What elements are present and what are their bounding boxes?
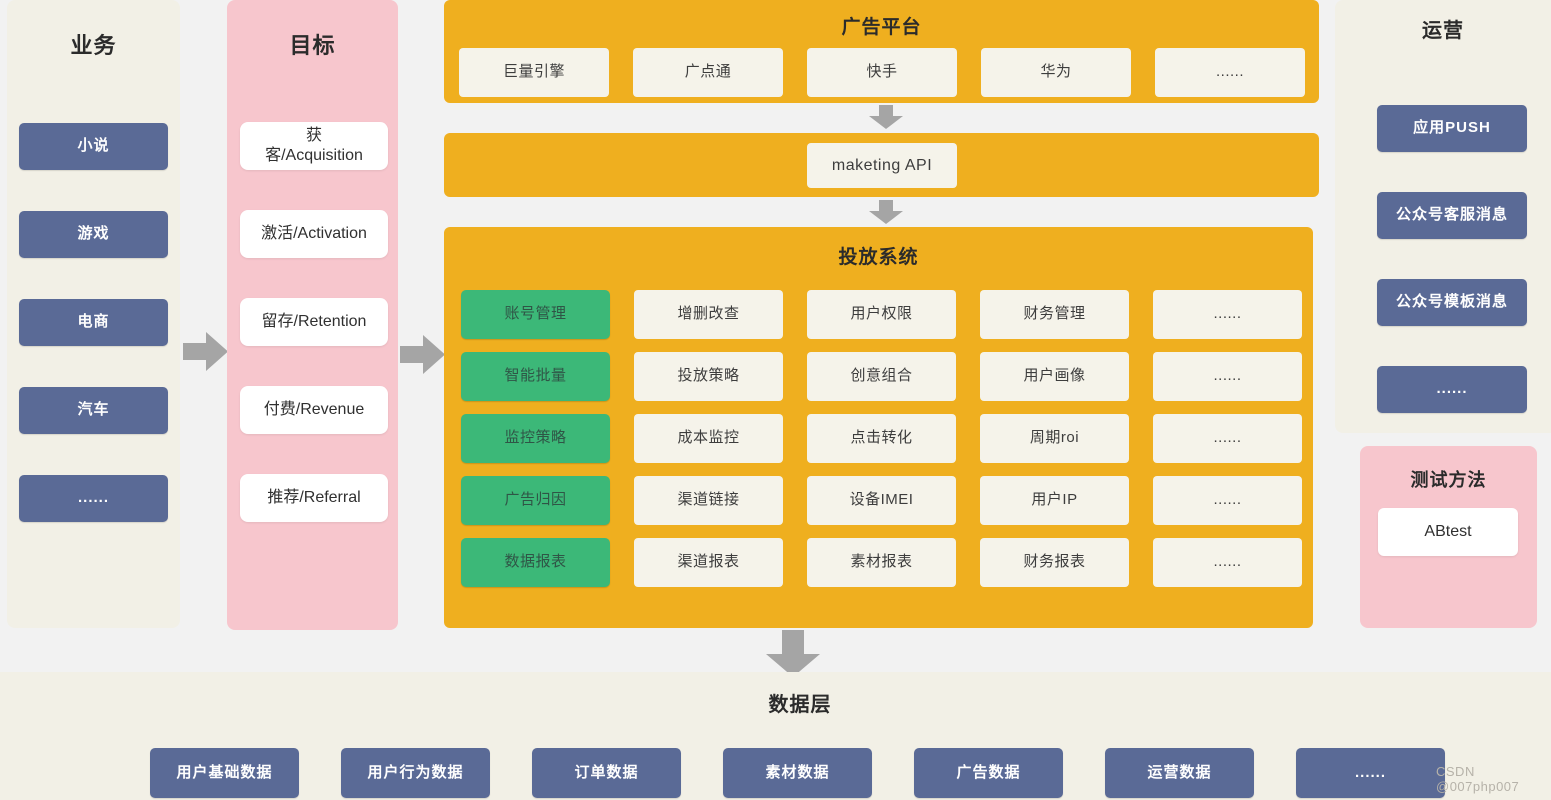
platform-item: 快手	[807, 48, 957, 97]
delivery-cell: 点击转化	[807, 414, 956, 463]
data-layer-band: 数据层 用户基础数据用户行为数据订单数据素材数据广告数据运营数据......	[0, 672, 1551, 800]
delivery-cell: 创意组合	[807, 352, 956, 401]
delivery-cell: ......	[1153, 290, 1302, 339]
goals-title: 目标	[289, 33, 336, 58]
data-item: ......	[1296, 748, 1445, 798]
delivery-cell: 用户权限	[807, 290, 956, 339]
delivery-cell: 账号管理	[461, 290, 610, 339]
operations-item: ......	[1377, 366, 1527, 413]
delivery-system-title: 投放系统	[838, 247, 919, 268]
data-item: 运营数据	[1105, 748, 1254, 798]
operations-title: 运营	[1422, 20, 1464, 42]
ad-platform-title: 广告平台	[841, 17, 922, 38]
delivery-cell: 投放策略	[634, 352, 783, 401]
delivery-cell: 数据报表	[461, 538, 610, 587]
data-item: 用户行为数据	[341, 748, 490, 798]
data-layer-title: 数据层	[768, 694, 832, 716]
delivery-cell: ......	[1153, 414, 1302, 463]
business-panel: 业务 小说游戏电商汽车......	[7, 0, 180, 628]
watermark: CSDN @007php007	[1436, 764, 1520, 794]
testing-panel: 测试方法 ABtest	[1360, 446, 1537, 628]
goal-item: 留存/Retention	[240, 298, 388, 346]
delivery-cell: 成本监控	[634, 414, 783, 463]
delivery-cell: 素材报表	[807, 538, 956, 587]
delivery-cell: 监控策略	[461, 414, 610, 463]
data-item: 素材数据	[723, 748, 872, 798]
delivery-cell: 用户画像	[980, 352, 1129, 401]
delivery-cell: 增删改查	[634, 290, 783, 339]
business-item: ......	[19, 475, 168, 522]
delivery-system-panel: 投放系统 账号管理增删改查用户权限财务管理......智能批量投放策略创意组合用…	[444, 227, 1313, 628]
data-item: 订单数据	[532, 748, 681, 798]
data-item: 用户基础数据	[150, 748, 299, 798]
delivery-cell: 渠道报表	[634, 538, 783, 587]
operations-items: 应用PUSH 公众号客服消息公众号模板消息......	[1377, 105, 1527, 413]
api-band: maketing API	[444, 133, 1319, 197]
marketing-api-box: maketing API	[807, 143, 957, 188]
goals-panel: 目标 获 客/Acquisition 激活/Activation 留存/Retent…	[227, 0, 398, 630]
delivery-cell: 渠道链接	[634, 476, 783, 525]
operations-item: 公众号模板消息	[1377, 279, 1527, 326]
goal-items: 获 客/Acquisition 激活/Activation 留存/Retention…	[240, 122, 388, 522]
delivery-cell: 财务管理	[980, 290, 1129, 339]
delivery-cell: ......	[1153, 476, 1302, 525]
delivery-cell: 用户IP	[980, 476, 1129, 525]
arrow-down-icon	[766, 630, 820, 677]
delivery-grid: 账号管理增删改查用户权限财务管理...... 智能批量投放策略创意组合用户画像..…	[461, 290, 1302, 587]
platform-item: ......	[1155, 48, 1305, 97]
ad-platform-panel: 广告平台 巨量引擎广点通快手华为......	[444, 0, 1319, 103]
delivery-cell: 财务报表	[980, 538, 1129, 587]
operations-item: 应用PUSH	[1377, 105, 1527, 152]
delivery-cell: 智能批量	[461, 352, 610, 401]
abtest-box: ABtest	[1378, 508, 1518, 556]
arrow-down-icon	[869, 105, 903, 129]
delivery-cell: ......	[1153, 538, 1302, 587]
delivery-cell: 周期roi	[980, 414, 1129, 463]
data-item: 广告数据	[914, 748, 1063, 798]
arrow-right-icon	[183, 330, 228, 373]
delivery-cell: ......	[1153, 352, 1302, 401]
goal-item: 推荐/Referral	[240, 474, 388, 522]
business-title: 业务	[70, 33, 117, 58]
business-items: 小说游戏电商汽车......	[19, 123, 168, 522]
arrow-down-icon	[869, 200, 903, 224]
goal-item: 获 客/Acquisition	[240, 122, 388, 170]
business-item: 电商	[19, 299, 168, 346]
operations-panel: 运营 应用PUSH 公众号客服消息公众号模板消息......	[1335, 0, 1551, 433]
arrow-right-icon	[400, 333, 445, 376]
business-item: 小说	[19, 123, 168, 170]
delivery-cell: 广告归因	[461, 476, 610, 525]
goal-item: 付费/Revenue	[240, 386, 388, 434]
platform-item: 华为	[981, 48, 1131, 97]
platform-item: 广点通	[633, 48, 783, 97]
platform-item: 巨量引擎	[459, 48, 609, 97]
platform-row: 巨量引擎广点通快手华为......	[459, 48, 1305, 97]
operations-item: 公众号客服消息	[1377, 192, 1527, 239]
business-item: 游戏	[19, 211, 168, 258]
testing-title: 测试方法	[1410, 470, 1487, 490]
data-row: 用户基础数据用户行为数据订单数据素材数据广告数据运营数据......	[150, 748, 1445, 798]
delivery-cell: 设备IMEI	[807, 476, 956, 525]
business-item: 汽车	[19, 387, 168, 434]
goal-item: 激活/Activation	[240, 210, 388, 258]
